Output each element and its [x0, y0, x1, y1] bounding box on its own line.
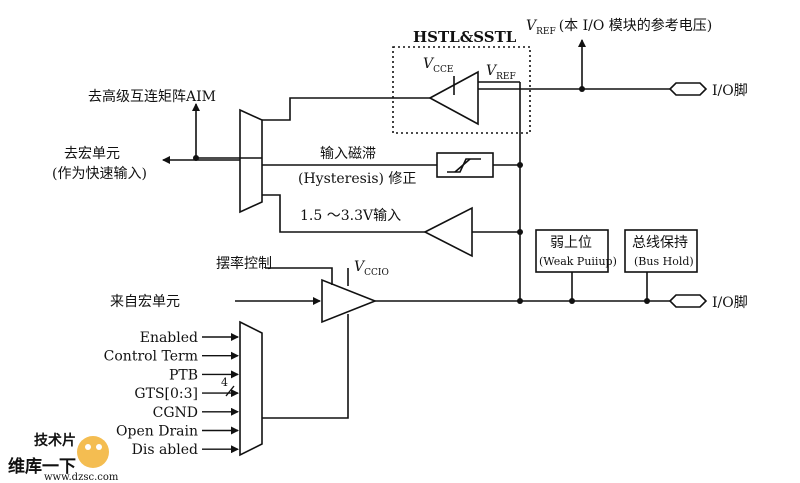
hysteresis-label-1: 输入磁滞 — [320, 146, 376, 162]
receiver-to-mux-line — [262, 97, 430, 121]
output-buffer — [321, 278, 378, 324]
slew-label: 摆率控制 — [216, 255, 272, 272]
vref-top-label: VREF(本 I/O 模块的参考电压) — [526, 17, 712, 37]
vcce-label: VCCE — [423, 56, 453, 75]
junction-dot — [517, 229, 523, 235]
bus-width-label: 4 — [221, 376, 228, 389]
watermark: 技术片 维库一下 www.dzsc.com — [8, 432, 119, 483]
lv-receiver-line — [262, 194, 425, 233]
input-mux — [239, 108, 263, 214]
junction-dot — [644, 298, 650, 304]
weak-pullup-subtitle: (Weak Puiiup) — [539, 255, 617, 268]
junction-dot — [569, 298, 575, 304]
oe-to-buffer — [262, 314, 349, 419]
junction-dot — [517, 162, 523, 168]
watermark-logo-text: 技术片 — [34, 432, 76, 449]
oe-input-label: CGND — [153, 405, 198, 421]
junction-dot — [193, 155, 199, 161]
hysteresis-symbol — [447, 158, 481, 173]
oe-input-label: Open Drain — [116, 424, 198, 440]
watermark-logo-icon — [77, 436, 109, 468]
oe-input-label: GTS[0:3] — [134, 386, 198, 402]
io-pin-top-shape — [668, 82, 708, 96]
aim-label: 去高级互连矩阵AIM — [88, 88, 216, 105]
watermark-cn: 维库一下 — [8, 456, 76, 477]
io-pin-top-label: I/O脚 — [712, 83, 748, 99]
oe-mux — [239, 320, 263, 457]
oe-input-label: Dis abled — [132, 442, 198, 458]
junction-dot — [579, 86, 585, 92]
watermark-url: www.dzsc.com — [44, 472, 119, 483]
io-pin-bottom-label: I/O脚 — [712, 295, 748, 311]
dotted-box-label: HSTL&SSTL — [413, 28, 517, 46]
vccio-label: VCCIO — [354, 259, 389, 278]
bus-hold-title: 总线保持 — [632, 235, 688, 251]
macro-out-label-1: 去宏单元 — [64, 146, 120, 162]
oe-input-label: PTB — [169, 367, 198, 383]
lv-input-label: 1.5 ～3.3V输入 — [300, 208, 401, 224]
junction-dot — [517, 298, 523, 304]
hstl-receiver — [428, 70, 479, 126]
macro-out-label-2: (作为快速输入) — [52, 166, 147, 182]
hstl-sstl-box — [392, 46, 531, 134]
bus-slash — [225, 385, 235, 397]
io-pin-bottom-shape — [668, 294, 708, 308]
weak-pullup-title: 弱上位 — [550, 235, 592, 251]
lv-receiver — [423, 206, 473, 258]
macro-in-label: 来自宏单元 — [110, 294, 180, 310]
bus-hold-subtitle: (Bus Hold) — [634, 255, 694, 268]
hysteresis-box — [436, 152, 494, 178]
slew-line — [265, 267, 333, 285]
hysteresis-symbol-2 — [454, 158, 471, 173]
oe-input-label: Control Term — [104, 349, 198, 365]
bus-hold-box — [624, 229, 698, 273]
oe-input-label: Enabled — [140, 330, 198, 346]
hysteresis-label-2: (Hysteresis) 修正 — [298, 171, 416, 187]
vref-in-label: VREF — [486, 63, 516, 82]
